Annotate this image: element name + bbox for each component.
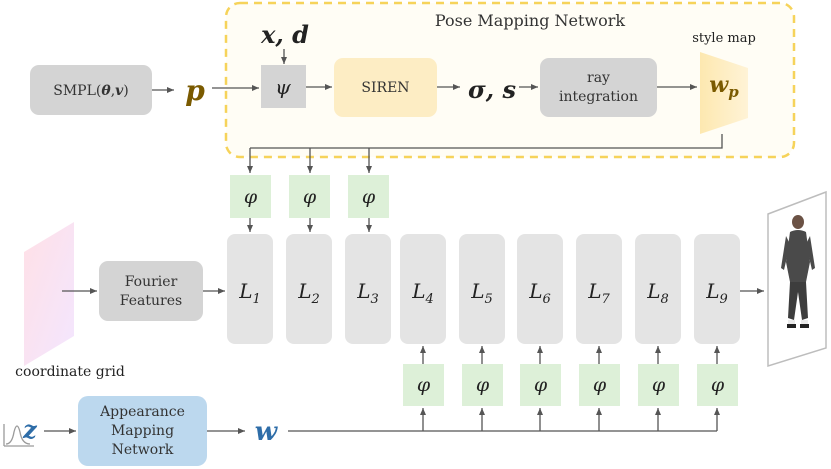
gaussian-icon — [3, 424, 34, 447]
sigma-s-label: σ, s — [468, 75, 516, 104]
stylemap-output-line — [250, 134, 723, 149]
lower-phi-9: φ — [697, 364, 738, 406]
smpl-label: SMPL(θ,v) — [53, 83, 129, 99]
upper-phi-3: φ — [348, 175, 389, 218]
layer-8: L8 — [635, 234, 681, 344]
lower-phi-8: φ — [638, 364, 679, 406]
lower-phi-7: φ — [579, 364, 620, 406]
svg-text:L7: L7 — [587, 279, 610, 307]
pose-network-container — [224, 1, 796, 159]
lower-phi-6: φ — [520, 364, 561, 406]
svg-text:φ: φ — [244, 186, 258, 208]
appearance-line3: Network — [112, 442, 174, 458]
upper-phi-1: φ — [230, 175, 271, 218]
pose-network-title: Pose Mapping Network — [435, 11, 626, 30]
coordinate-grid-label: coordinate grid — [15, 364, 125, 380]
svg-text:L2: L2 — [297, 279, 320, 307]
lower-phi-5: φ — [462, 364, 503, 406]
fourier-line2: Features — [120, 293, 182, 309]
layer-1: L1 — [227, 234, 273, 344]
ray-integration-line1: ray — [587, 70, 610, 86]
lower-phi-4: φ — [403, 364, 444, 406]
layer-4: L4 — [400, 234, 446, 344]
smpl-box — [30, 65, 152, 115]
fourier-features-box — [99, 261, 203, 321]
psi-symbol: ψ — [275, 75, 291, 99]
p-symbol: p — [185, 74, 205, 107]
appearance-line1: Appearance — [99, 404, 185, 420]
layer-7: L7 — [576, 234, 622, 344]
upper-phi-2: φ — [289, 175, 330, 218]
layer-9: L9 — [694, 234, 740, 344]
svg-text:L9: L9 — [705, 279, 728, 307]
svg-text:L5: L5 — [470, 279, 493, 307]
svg-text:φ: φ — [534, 374, 548, 396]
z-symbol: z — [22, 415, 38, 444]
siren-box — [334, 58, 437, 117]
style-map-label: style map — [692, 31, 756, 46]
wp-symbol: wp — [709, 72, 739, 101]
w-symbol: w — [255, 417, 279, 447]
ray-integration-line2: integration — [559, 89, 638, 105]
siren-label: SIREN — [361, 80, 409, 96]
fourier-line1: Fourier — [125, 274, 178, 290]
appearance-line2: Mapping — [111, 423, 174, 439]
svg-text:L6: L6 — [528, 279, 551, 307]
layer-2: L2 — [286, 234, 332, 344]
svg-text:L8: L8 — [646, 279, 669, 307]
xd-label: x, d — [260, 20, 309, 49]
layer-5: L5 — [459, 234, 505, 344]
psi-box — [261, 65, 306, 108]
svg-text:L3: L3 — [356, 279, 379, 307]
svg-text:L4: L4 — [411, 279, 434, 307]
ray-integration-box — [540, 58, 657, 117]
appearance-network-box — [78, 396, 207, 466]
svg-text:L1: L1 — [238, 279, 261, 307]
svg-text:φ: φ — [303, 186, 317, 208]
coordinate-grid-shape — [24, 222, 74, 366]
svg-text:φ: φ — [711, 374, 725, 396]
svg-text:φ: φ — [476, 374, 490, 396]
svg-text:φ: φ — [362, 186, 376, 208]
style-map-shape — [700, 52, 748, 134]
svg-text:φ: φ — [593, 374, 607, 396]
layer-3: L3 — [345, 234, 391, 344]
svg-text:φ: φ — [652, 374, 666, 396]
svg-text:φ: φ — [417, 374, 431, 396]
layer-6: L6 — [517, 234, 563, 344]
output-person-image — [767, 190, 827, 368]
